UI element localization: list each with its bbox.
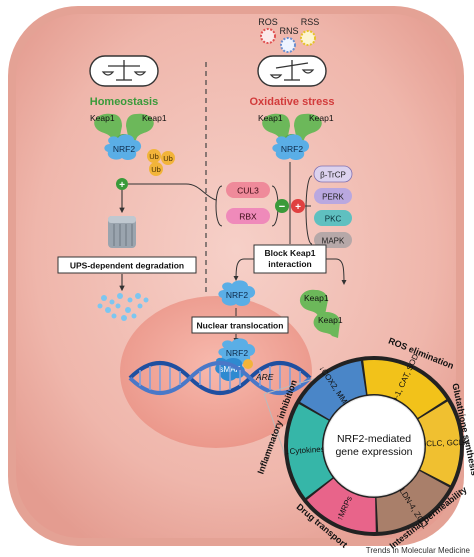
balance-icon-left — [89, 55, 159, 87]
nrf2-bound — [218, 338, 256, 364]
wheel-gene-label: ↑GCLC, GCLM — [416, 438, 470, 449]
block-keap1-box — [253, 244, 327, 274]
arrow-to-free-keap1 — [326, 258, 347, 285]
ros-particle — [260, 28, 276, 44]
wheel-center-label-line2: gene expression — [335, 446, 412, 458]
btrcp-pill — [313, 165, 353, 183]
minus-sign: − — [279, 201, 285, 213]
wheel-gene-label: ↓Cytokines — [285, 445, 325, 457]
block-keap1-label: Block Keap1 — [264, 248, 315, 258]
rss-label: RSS — [301, 17, 320, 27]
wheel-segment — [363, 360, 447, 418]
complex-connector-left — [128, 183, 217, 201]
peptide-fragments — [97, 293, 149, 321]
plus-circle-left — [116, 178, 128, 190]
pkc-pill — [314, 210, 352, 226]
rns-particle — [280, 37, 296, 53]
nucleus — [120, 296, 312, 448]
keap1-label: Keap1 — [258, 113, 283, 123]
regulator-label: MAPK — [322, 237, 345, 246]
plus-circle-right — [291, 199, 305, 213]
translocation-label: Nuclear translocation — [197, 321, 284, 331]
rns-label: RNS — [279, 26, 298, 36]
translocation-box — [191, 316, 289, 334]
nrf2-free — [218, 280, 256, 306]
ub-label: Ub — [149, 152, 159, 161]
complex-bracket — [215, 185, 223, 227]
keap1-label: Keap1 — [304, 293, 329, 303]
are-label: ARE — [255, 372, 274, 382]
proteasome-icon — [108, 216, 136, 248]
arrow-to-nrf2-free — [233, 258, 254, 281]
regulator-label: PERK — [322, 193, 344, 202]
wheel-segment — [300, 361, 367, 420]
keap1-label: Keap1 — [309, 113, 334, 123]
dna-helix — [128, 361, 312, 395]
block-keap1-label-line2: interaction — [268, 259, 311, 269]
keap1-label: Keap1 — [318, 315, 343, 325]
nrf2-protein-left — [104, 134, 142, 160]
cul3-pill — [226, 182, 270, 198]
perk-pill — [314, 188, 352, 204]
ub-label: Ub — [163, 154, 173, 163]
mapk-pill — [314, 232, 352, 248]
nrf2-label: NRF2 — [281, 144, 303, 154]
regulator-label: β-TrCP — [320, 171, 346, 180]
regulator-bracket — [305, 175, 313, 245]
rss-particle — [300, 30, 316, 46]
wheel-segment — [376, 471, 450, 532]
ros-label: ROS — [258, 17, 278, 27]
degradation-box — [57, 256, 197, 274]
balance-icon-right — [257, 55, 327, 87]
keap1-label: Keap1 — [90, 113, 115, 123]
ubiquitin-chain — [147, 149, 175, 176]
footer-credit: Trends in Molecular Medicine — [366, 546, 471, 555]
ub-marker — [243, 359, 253, 369]
free-keap1-proteins — [299, 289, 340, 338]
wheel-segment — [288, 404, 333, 498]
wheel-segment — [418, 401, 461, 486]
minus-circle — [275, 199, 289, 213]
cul3-label: CUL3 — [237, 186, 259, 196]
nrf2-label: NRF2 — [226, 348, 248, 358]
wheel-center — [323, 395, 425, 497]
homeostasis-label: Homeostasis — [90, 96, 158, 108]
keap1-label: Keap1 — [142, 113, 167, 123]
wheel-center-label: NRF2-mediated — [337, 433, 411, 445]
degradation-label: UPS-dependent degradation — [70, 261, 184, 271]
oxidative-stress-label: Oxidative stress — [250, 96, 335, 108]
nrf2-label: NRF2 — [113, 144, 135, 154]
rbx-label: RBX — [239, 212, 257, 222]
plus-sign: + — [119, 180, 125, 191]
regulator-label: PKC — [325, 215, 342, 224]
plus-sign: + — [295, 202, 301, 213]
nrf2-label: NRF2 — [226, 290, 248, 300]
wheel-segment — [306, 478, 376, 532]
ub-label: Ub — [151, 165, 161, 174]
nrf2-protein-right — [272, 134, 310, 160]
rbx-pill — [226, 208, 270, 224]
